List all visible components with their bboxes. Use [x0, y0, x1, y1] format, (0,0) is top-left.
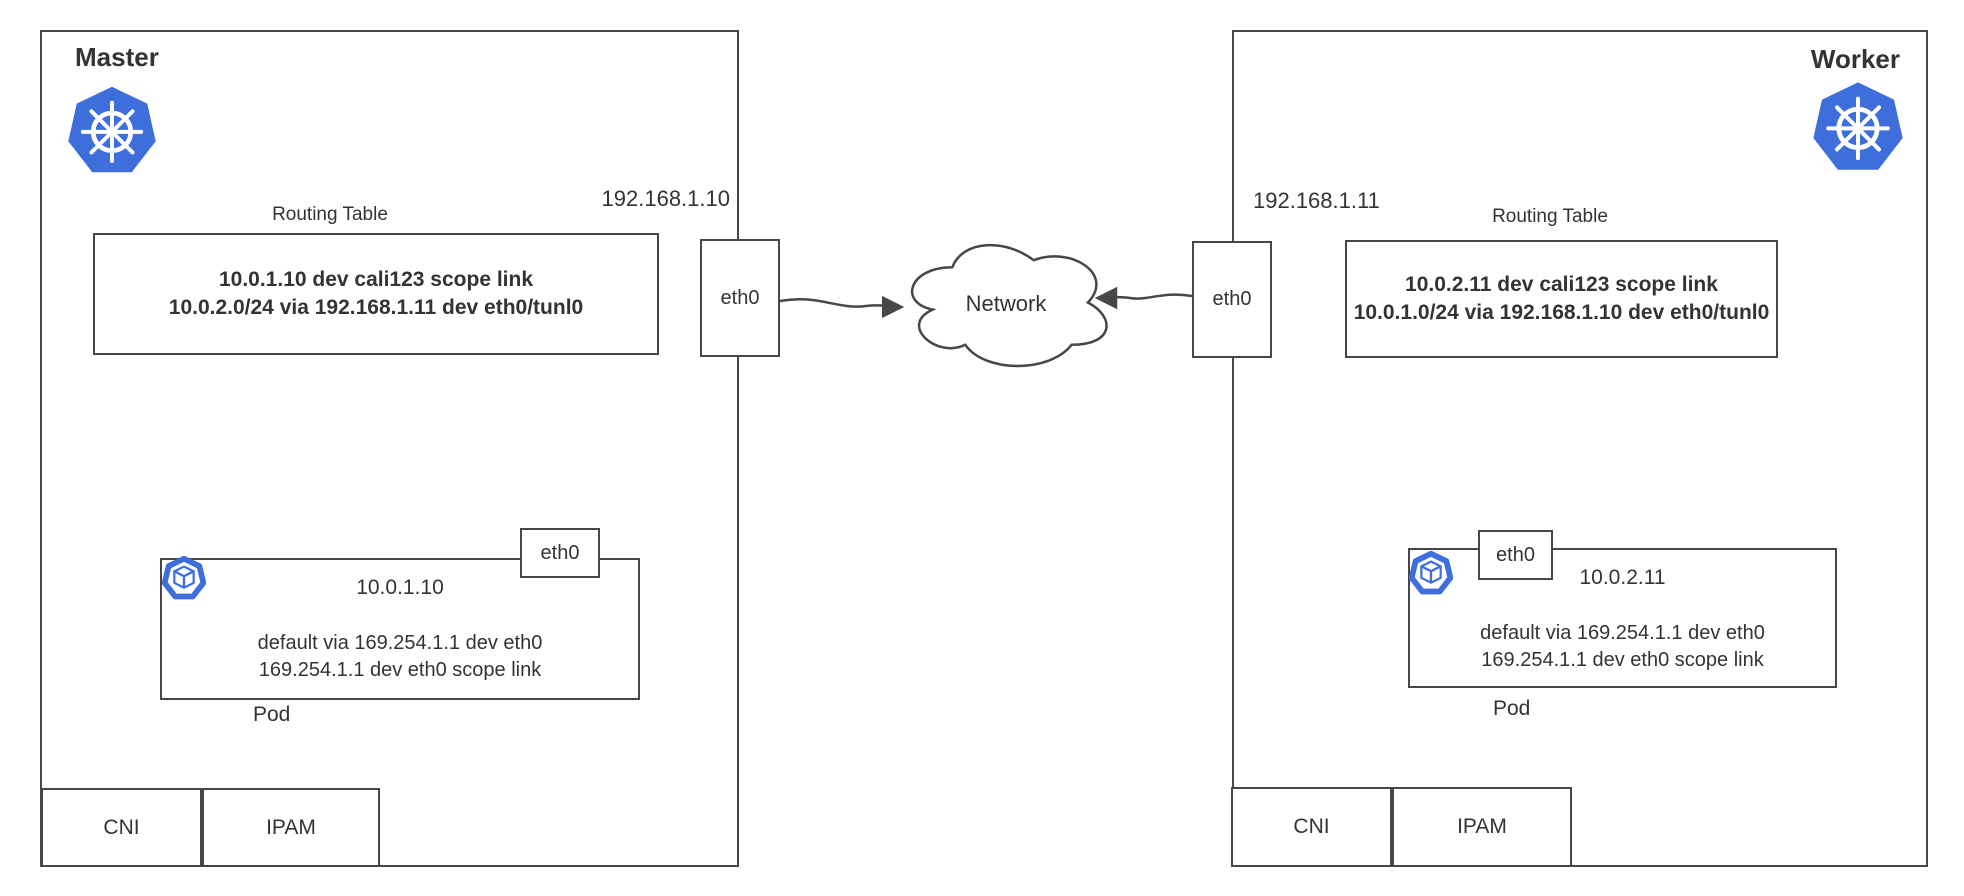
- master-routing-table-box: 10.0.1.10 dev cali123 scope link 10.0.2.…: [93, 233, 659, 355]
- master-to-network-arrow: [779, 295, 905, 319]
- worker-ipam-label: IPAM: [1457, 815, 1507, 838]
- master-cni-box: CNI: [41, 788, 202, 867]
- worker-node-box: [1232, 30, 1928, 867]
- pod-route-line: 169.254.1.1 dev eth0 scope link: [1481, 649, 1764, 671]
- worker-title: Worker: [1810, 44, 1900, 74]
- master-route-line: 10.0.1.10 dev cali123 scope link: [218, 268, 534, 291]
- worker-eth0-box: eth0: [1192, 241, 1272, 358]
- worker-route-line: 10.0.2.11 dev cali123 scope link: [1405, 273, 1718, 296]
- worker-pod-routes: default via 169.254.1.1 dev eth0 169.254…: [1410, 620, 1835, 674]
- pod-route-line: default via 169.254.1.1 dev eth0: [257, 632, 543, 654]
- master-pod-ip: 10.0.1.10: [356, 576, 444, 599]
- master-pod-eth0-label: eth0: [540, 541, 580, 564]
- worker-ipam-box: IPAM: [1392, 787, 1572, 867]
- worker-route-line: 10.0.1.0/24 via 192.168.1.10 dev eth0/tu…: [1353, 301, 1770, 324]
- worker-host-ip: 192.168.1.11: [1253, 188, 1380, 213]
- pod-icon: [162, 556, 206, 600]
- worker-pod-eth0-label: eth0: [1496, 543, 1535, 566]
- master-eth0-label: eth0: [720, 286, 760, 309]
- worker-cni-box: CNI: [1231, 787, 1392, 867]
- worker-pod-box: 10.0.2.11 default via 169.254.1.1 dev et…: [1408, 548, 1837, 688]
- master-pod-eth0-box: eth0: [520, 528, 600, 578]
- worker-routing-table-box: 10.0.2.11 dev cali123 scope link 10.0.1.…: [1345, 240, 1778, 358]
- worker-pod-ip: 10.0.2.11: [1579, 566, 1666, 589]
- kubernetes-icon: [68, 86, 156, 173]
- master-routing-table-label: Routing Table: [272, 204, 388, 225]
- master-pod-label: Pod: [253, 703, 291, 726]
- master-eth0-box: eth0: [700, 239, 780, 357]
- worker-eth0-label: eth0: [1212, 288, 1252, 310]
- network-label: Network: [965, 291, 1047, 316]
- worker-pod-eth0-box: eth0: [1478, 530, 1553, 580]
- pod-icon: [1409, 551, 1453, 595]
- pod-route-line: 169.254.1.1 dev eth0 scope link: [258, 659, 542, 681]
- master-host-ip: 192.168.1.10: [601, 186, 730, 211]
- worker-routing-table-label: Routing Table: [1492, 206, 1608, 227]
- master-pod-box: 10.0.1.10 default via 169.254.1.1 dev et…: [160, 558, 640, 700]
- worker-pod-label: Pod: [1493, 697, 1531, 720]
- pod-route-line: default via 169.254.1.1 dev eth0: [1480, 622, 1765, 644]
- master-cni-label: CNI: [103, 815, 140, 839]
- master-route-line: 10.0.2.0/24 via 192.168.1.11 dev eth0/tu…: [168, 296, 584, 319]
- master-node-box: [40, 30, 739, 867]
- master-title: Master: [75, 42, 159, 72]
- kubernetes-icon: [1813, 82, 1903, 170]
- master-ipam-label: IPAM: [266, 815, 316, 839]
- master-pod-routes: default via 169.254.1.1 dev eth0 169.254…: [162, 630, 638, 684]
- worker-to-network-arrow: [1094, 286, 1193, 310]
- master-ipam-box: IPAM: [202, 788, 380, 867]
- worker-cni-label: CNI: [1293, 815, 1330, 838]
